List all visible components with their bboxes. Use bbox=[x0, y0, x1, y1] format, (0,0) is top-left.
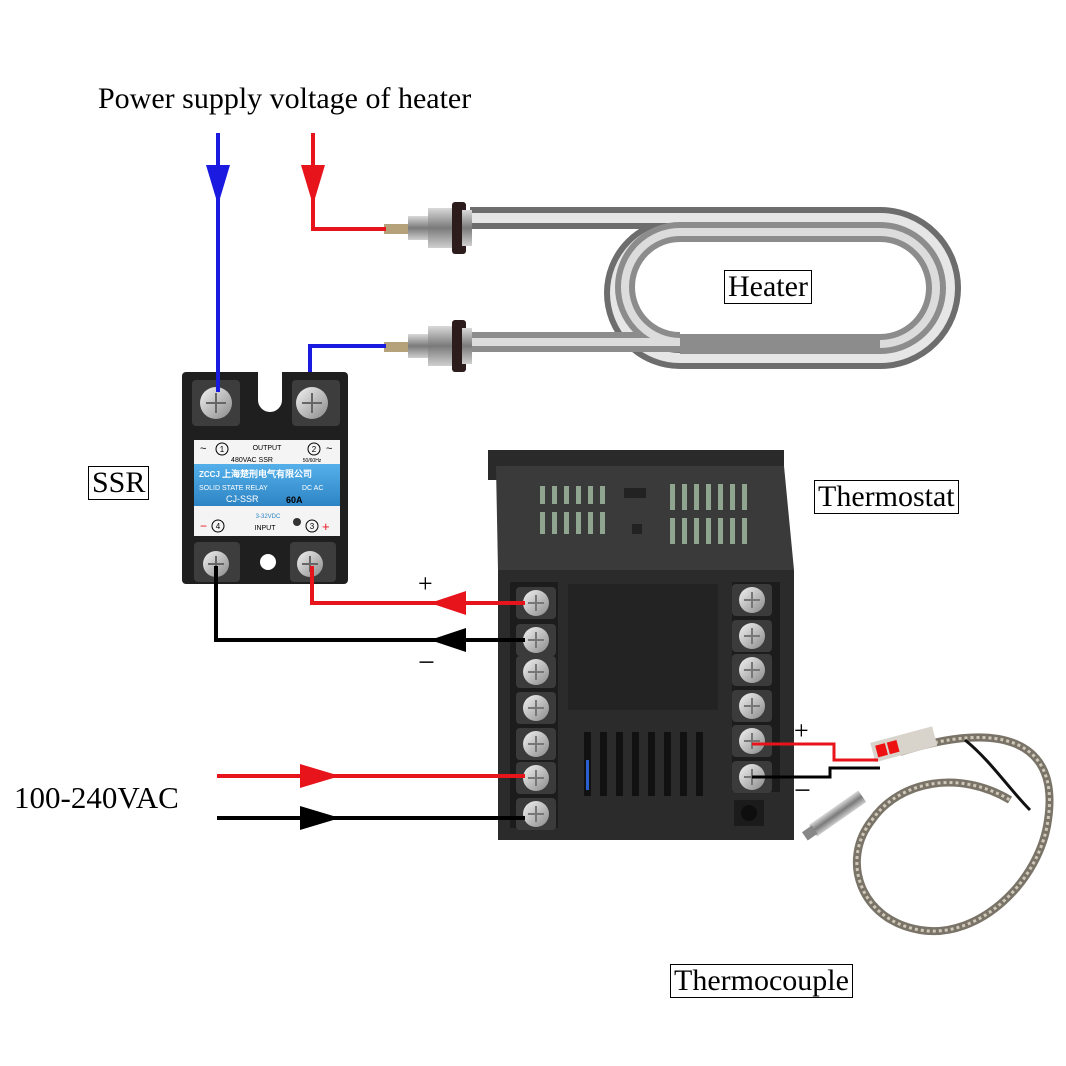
ssr-control-wires bbox=[214, 566, 525, 652]
thermostat-left-terminal-4 bbox=[516, 692, 556, 724]
heater-bottom-fitting bbox=[384, 320, 472, 372]
ssr-input-text: INPUT bbox=[255, 525, 277, 532]
thermostat-right-terminal-4 bbox=[732, 690, 772, 722]
ssr-terminal-4-number: 4 bbox=[216, 522, 221, 531]
mains-black-arrow bbox=[300, 806, 340, 830]
thermocouple-wires bbox=[752, 742, 880, 779]
ssr-model-text: CJ-SSR bbox=[226, 494, 259, 504]
ssr-terminal-3-number: 3 bbox=[310, 522, 315, 531]
ssr-plus-sign: + bbox=[418, 569, 433, 598]
supply-wires bbox=[206, 133, 386, 402]
ssr-relay: ~ 1 OUTPUT 2 ~ 480VAC SSR 50/60Hz ZCCJ 上… bbox=[182, 372, 348, 584]
svg-text:~: ~ bbox=[326, 443, 332, 455]
thermostat-right-terminal-1 bbox=[732, 584, 772, 616]
ssr-terminal-1-number: 1 bbox=[220, 445, 225, 454]
thermostat-left-terminal-2 bbox=[516, 624, 556, 656]
black-arrow-left bbox=[430, 628, 466, 652]
ssr-rating-text: 480VAC SSR bbox=[231, 457, 273, 464]
thermostat-label: Thermostat bbox=[814, 480, 959, 514]
thermocouple-label: Thermocouple bbox=[670, 964, 853, 998]
blue-arrow-down bbox=[206, 165, 230, 205]
thermostat-left-terminals bbox=[516, 587, 556, 830]
red-arrow-down bbox=[301, 165, 325, 205]
ssr-maker-text: 上海楚刑电气有限公司 bbox=[222, 468, 312, 479]
ssr-control-voltage-text: 3-32VDC bbox=[256, 514, 281, 520]
ssr-mode-text: DC AC bbox=[302, 485, 323, 492]
thermostat-left-terminal-5 bbox=[516, 728, 556, 760]
ssr-label: SSR bbox=[88, 466, 150, 500]
thermostat-right-terminal-5 bbox=[732, 725, 772, 757]
mains-voltage-label: 100-240VAC bbox=[14, 780, 179, 815]
thermostat-right-terminal-3 bbox=[732, 654, 772, 686]
thermostat-left-terminal-7 bbox=[516, 798, 556, 830]
thermostat-left-terminal-3 bbox=[516, 656, 556, 688]
heater-element bbox=[470, 207, 961, 369]
ssr-current-text: 60A bbox=[286, 495, 303, 505]
heater-top-fitting bbox=[384, 202, 472, 254]
tc-plus-sign: + bbox=[794, 716, 809, 745]
red-arrow-left bbox=[430, 591, 466, 615]
heater-label: Heater bbox=[724, 270, 812, 304]
svg-text:+: + bbox=[322, 519, 330, 534]
ssr-brand-text: ZCCJ bbox=[199, 470, 220, 479]
ssr-freq-text: 50/60Hz bbox=[303, 458, 322, 464]
thermostat-left-terminal-1 bbox=[516, 587, 556, 619]
tc-minus-sign: − bbox=[794, 774, 811, 807]
svg-text:~: ~ bbox=[200, 443, 206, 455]
diagram-title: Power supply voltage of heater bbox=[98, 82, 471, 115]
ssr-terminal-2-number: 2 bbox=[312, 445, 317, 454]
thermostat-left-terminal-6 bbox=[516, 762, 556, 794]
ssr-output-text: OUTPUT bbox=[253, 445, 283, 452]
thermostat-right-terminal-2 bbox=[732, 620, 772, 652]
ssr-type-text: SOLID STATE RELAY bbox=[199, 485, 268, 492]
thermocouple-probe bbox=[801, 726, 1054, 936]
ssr-minus-sign: − bbox=[418, 646, 435, 679]
svg-text:−: − bbox=[200, 519, 207, 533]
mains-red-arrow bbox=[300, 764, 340, 788]
mains-wires bbox=[217, 764, 525, 830]
